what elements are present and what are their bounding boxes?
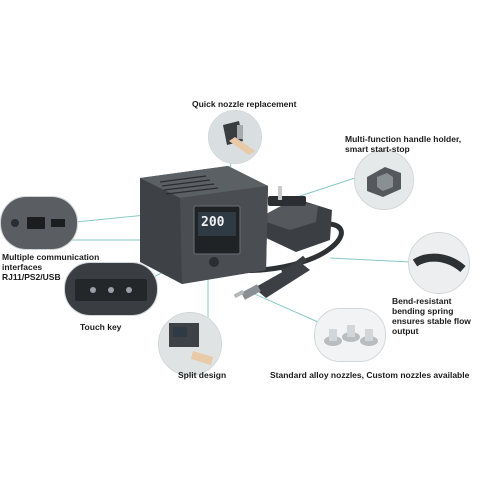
nozzles-icon — [315, 309, 385, 361]
handle-holder — [262, 186, 332, 252]
nozzles-detail-circle — [314, 308, 386, 362]
spring-icon — [409, 233, 469, 293]
nozzle-change-icon — [209, 111, 261, 163]
touch-keys-icon — [65, 263, 157, 315]
hot-air-handpiece — [233, 262, 310, 300]
holder-detail-circle — [354, 150, 414, 210]
label-communication-interfaces: Multiple communication interfaces RJ11/P… — [2, 252, 100, 282]
nozzle-detail-circle — [208, 110, 262, 164]
split-design-icon — [159, 313, 221, 375]
split-design-detail-circle — [158, 312, 222, 376]
label-split-design: Split design — [178, 370, 227, 380]
ports-icon — [1, 197, 77, 249]
label-spring: Bend-resistant bending spring ensures st… — [392, 296, 471, 336]
holder-icon — [355, 151, 413, 209]
touch-key-detail-circle — [64, 262, 158, 316]
label-handle-holder: Multi-function handle holder, smart star… — [345, 134, 462, 154]
label-touch-key: Touch key — [80, 322, 122, 332]
spring-detail-circle — [408, 232, 470, 294]
label-nozzles: Standard alloy nozzles, Custom nozzles a… — [270, 370, 470, 380]
temperature-display: 200 — [201, 215, 225, 230]
label-quick-nozzle: Quick nozzle replacement — [192, 99, 297, 109]
station-unit — [140, 166, 268, 284]
ports-detail-circle — [0, 196, 78, 250]
